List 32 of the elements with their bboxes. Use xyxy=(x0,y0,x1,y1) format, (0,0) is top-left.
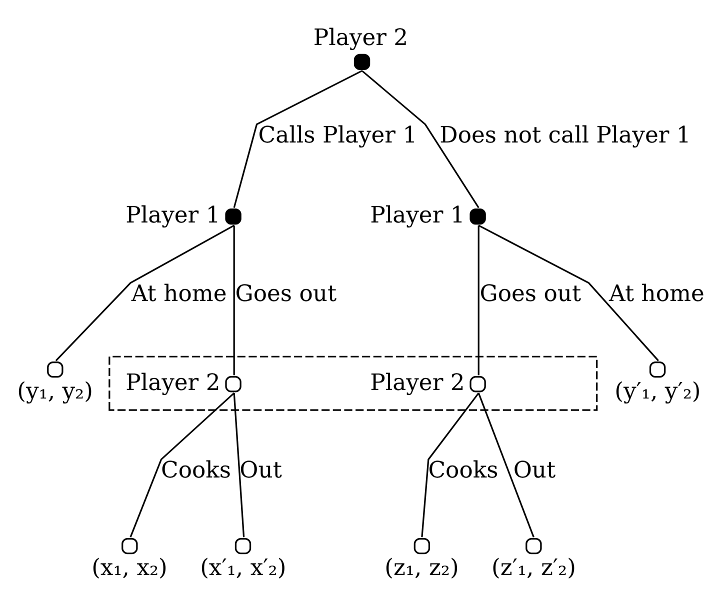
edge-label: Out xyxy=(240,457,282,484)
cluster xyxy=(108,355,598,410)
connector xyxy=(130,392,235,537)
node-label: Player 2 xyxy=(313,24,408,51)
edge-label: Out xyxy=(513,457,556,484)
connector xyxy=(478,224,480,375)
edge-label: Goes out xyxy=(480,280,582,307)
node-label: (z₁, z₂) xyxy=(384,554,459,580)
node-label: (y′₁, y′₂) xyxy=(614,378,701,404)
node-label: (x₁, x₂) xyxy=(92,554,168,580)
edge-label: Does not call Player 1 xyxy=(440,122,691,148)
connector xyxy=(478,224,659,361)
node-label: Player 2 xyxy=(126,370,220,396)
edge-label: Calls Player 1 xyxy=(258,122,418,148)
connector xyxy=(421,392,480,537)
node-label: (z′₁, z′₂) xyxy=(492,554,576,580)
edge-label: At home xyxy=(131,280,227,307)
connector xyxy=(233,224,235,375)
node-label: Player 1 xyxy=(126,202,220,228)
edge-label: Cooks xyxy=(161,457,232,484)
connector xyxy=(233,392,245,537)
node-label: Player 1 xyxy=(370,202,465,228)
connector xyxy=(55,224,234,361)
edge-label: Goes out xyxy=(235,280,337,307)
node-label: (x′₁, x′₂) xyxy=(200,554,286,580)
node-label: Player 2 xyxy=(370,370,465,396)
node-label: (y₁, y₂) xyxy=(17,378,93,404)
connector xyxy=(362,70,480,208)
edge-label: Cooks xyxy=(428,457,498,484)
edge-label: At home xyxy=(609,280,704,307)
connector xyxy=(478,392,534,537)
connector xyxy=(233,70,362,208)
